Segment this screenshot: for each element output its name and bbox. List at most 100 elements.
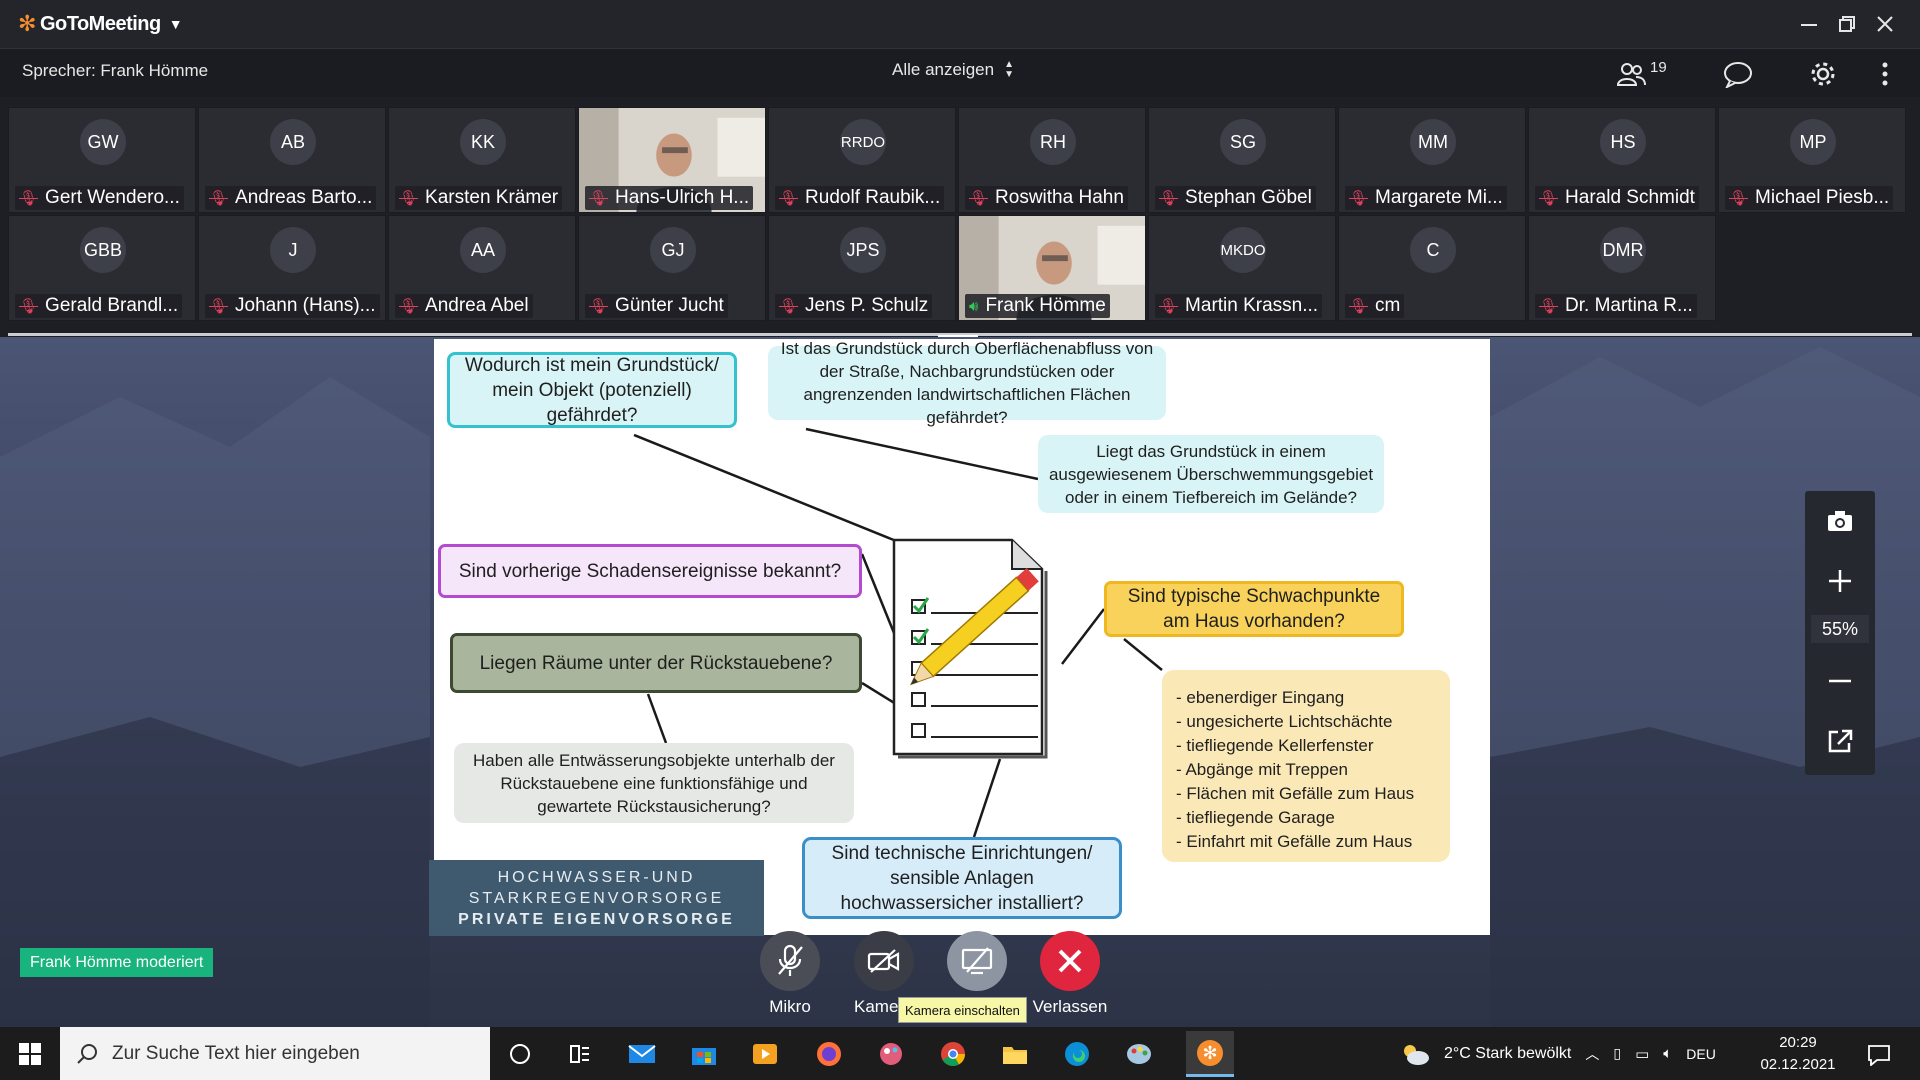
restore-button[interactable] [1830,10,1864,38]
camera-off-icon [867,949,900,973]
avatar: J [270,227,316,273]
task-view-button[interactable] [505,1039,535,1069]
minus-icon [1829,679,1851,683]
device-icon[interactable]: ▯ [1613,1045,1622,1061]
mic-button[interactable] [760,931,820,991]
settings-button[interactable] [1808,58,1838,90]
mail-icon [628,1045,656,1063]
list-item: - Einfahrt mit Gefälle zum Haus [1176,832,1413,851]
start-button[interactable] [0,1027,60,1080]
participant-tile[interactable]: SG🎙︎Stephan Göbel [1148,107,1336,213]
participant-tile[interactable]: GW🎙︎Gert Wendero... [8,107,196,213]
participant-tile[interactable]: KK🎙︎Karsten Krämer [388,107,576,213]
mic-label: Mikro [769,997,811,1016]
divider-handle[interactable] [938,335,978,337]
mic-muted-icon: 🎙︎ [1159,298,1179,315]
participant-name: 🎙︎Gert Wendero... [15,186,184,210]
input-language[interactable]: DEU [1686,1045,1716,1062]
close-icon [1877,16,1893,32]
gotomeeting-flower-icon: ✻ [18,11,36,36]
leave-button[interactable] [1040,931,1100,991]
close-icon [1058,949,1082,973]
participant-tile[interactable]: HS🎙︎Harald Schmidt [1528,107,1716,213]
screen-share-button[interactable] [947,931,1007,991]
checklist-icon [892,538,1048,759]
network-icon[interactable]: ▭ [1635,1045,1650,1063]
participant-name: 🎙︎Andrea Abel [395,294,533,318]
camera-icon [1828,511,1852,531]
panel-divider[interactable] [8,333,1912,336]
edge-app[interactable] [1062,1039,1092,1069]
answer-backflow-protection: Haben alle Entwässerungsobjekte unterhal… [454,743,854,823]
view-all-dropdown[interactable]: Alle anzeigen ▲▼ [892,60,1014,80]
screenshot-button[interactable] [1822,503,1858,539]
chat-bubble-icon [1724,62,1752,88]
participant-tile[interactable]: AA🎙︎Andrea Abel [388,215,576,321]
close-window-button[interactable] [1868,10,1902,38]
participant-tile[interactable]: RRDO🎙︎Rudolf Raubik... [768,107,956,213]
paint3d-app[interactable] [1124,1039,1154,1069]
chevron-up-icon[interactable]: ︿ [1585,1045,1600,1062]
firefox-app[interactable] [814,1039,844,1069]
participant-grid: GW🎙︎Gert Wendero...AB🎙︎Andreas Barto...K… [8,107,1912,323]
circle-icon [510,1044,530,1064]
taskbar-clock[interactable]: 20:29 02.12.2021 [1756,1032,1840,1076]
participant-tile[interactable]: GBB🎙︎Gerald Brandl... [8,215,196,321]
participant-tile[interactable]: 🔊︎Frank Hömme [958,215,1146,321]
participant-name: 🎙︎Harald Schmidt [1535,186,1699,210]
moderator-badge: Frank Hömme moderiert [20,948,214,977]
paint-icon [880,1043,902,1065]
participant-tile[interactable]: AB🎙︎Andreas Barto... [198,107,386,213]
timeline-button[interactable] [565,1039,595,1069]
taskbar-search[interactable]: Zur Suche Text hier eingeben [60,1027,490,1080]
list-item: - ungesicherte Lichtschächte [1176,712,1393,731]
participant-name-text: Andrea Abel [425,295,529,316]
windows-logo-icon [19,1042,41,1065]
banner-line-3: PRIVATE EIGENVORSORGE [458,910,735,928]
participant-tile[interactable]: J🎙︎Johann (Hans)... [198,215,386,321]
participant-name: 🎙︎Margarete Mi... [1345,186,1507,210]
store-app[interactable] [689,1039,719,1069]
mic-muted-icon: 🎙︎ [19,298,39,315]
participant-tile[interactable]: MM🎙︎Margarete Mi... [1338,107,1526,213]
participant-name: 🔊︎Frank Hömme [965,294,1110,318]
notifications-button[interactable] [1864,1040,1894,1070]
store-icon [692,1048,716,1065]
participant-tile[interactable]: MKDO🎙︎Martin Krassn... [1148,215,1336,321]
participant-tile[interactable]: DMR🎙︎Dr. Martina R... [1528,215,1716,321]
chat-button[interactable] [1722,58,1754,90]
participants-button[interactable]: 19 [1616,58,1667,90]
zoom-in-button[interactable] [1822,563,1858,599]
paint-app[interactable] [876,1039,906,1069]
mail-app[interactable] [627,1039,657,1069]
app-logo-menu[interactable]: ✻ GoToMeeting ▼ [18,11,183,36]
participant-count: 19 [1650,58,1667,76]
zoom-out-button[interactable] [1822,663,1858,699]
caret-down-icon: ▼ [168,16,183,32]
media-app[interactable] [750,1039,780,1069]
minimize-button[interactable] [1792,10,1826,38]
more-options-button[interactable] [1880,58,1890,90]
svg-text:✻: ✻ [1202,1043,1217,1064]
edge-icon [1065,1042,1089,1066]
participant-tile[interactable]: RH🎙︎Roswitha Hahn [958,107,1146,213]
participant-tile[interactable]: GJ🎙︎Günter Jucht [578,215,766,321]
participant-name: 🎙︎Andreas Barto... [205,186,377,210]
participant-name: 🎙︎Rudolf Raubik... [775,186,945,210]
file-explorer-app[interactable] [1000,1039,1030,1069]
participant-tile[interactable]: C🎙︎cm [1338,215,1526,321]
participant-tile[interactable]: MP🎙︎Michael Piesb... [1718,107,1906,213]
participant-tile[interactable]: JPS🎙︎Jens P. Schulz [768,215,956,321]
avatar: KK [460,119,506,165]
people-icon [1616,63,1646,86]
volume-icon[interactable]: 🔈︎ [1663,1045,1673,1062]
camera-button[interactable] [854,931,914,991]
chrome-app[interactable] [938,1039,968,1069]
pop-out-button[interactable] [1822,723,1858,759]
weather-text[interactable]: 2°C Stark bewölkt [1444,1044,1572,1062]
mic-muted-icon: 🎙︎ [1349,298,1369,315]
participant-tile[interactable]: 🎙︎Hans-Ulrich H... [578,107,766,213]
notification-icon [1868,1045,1890,1066]
gotomeeting-app[interactable]: ✻ [1186,1031,1234,1077]
mic-muted-icon: 🎙︎ [969,190,989,207]
